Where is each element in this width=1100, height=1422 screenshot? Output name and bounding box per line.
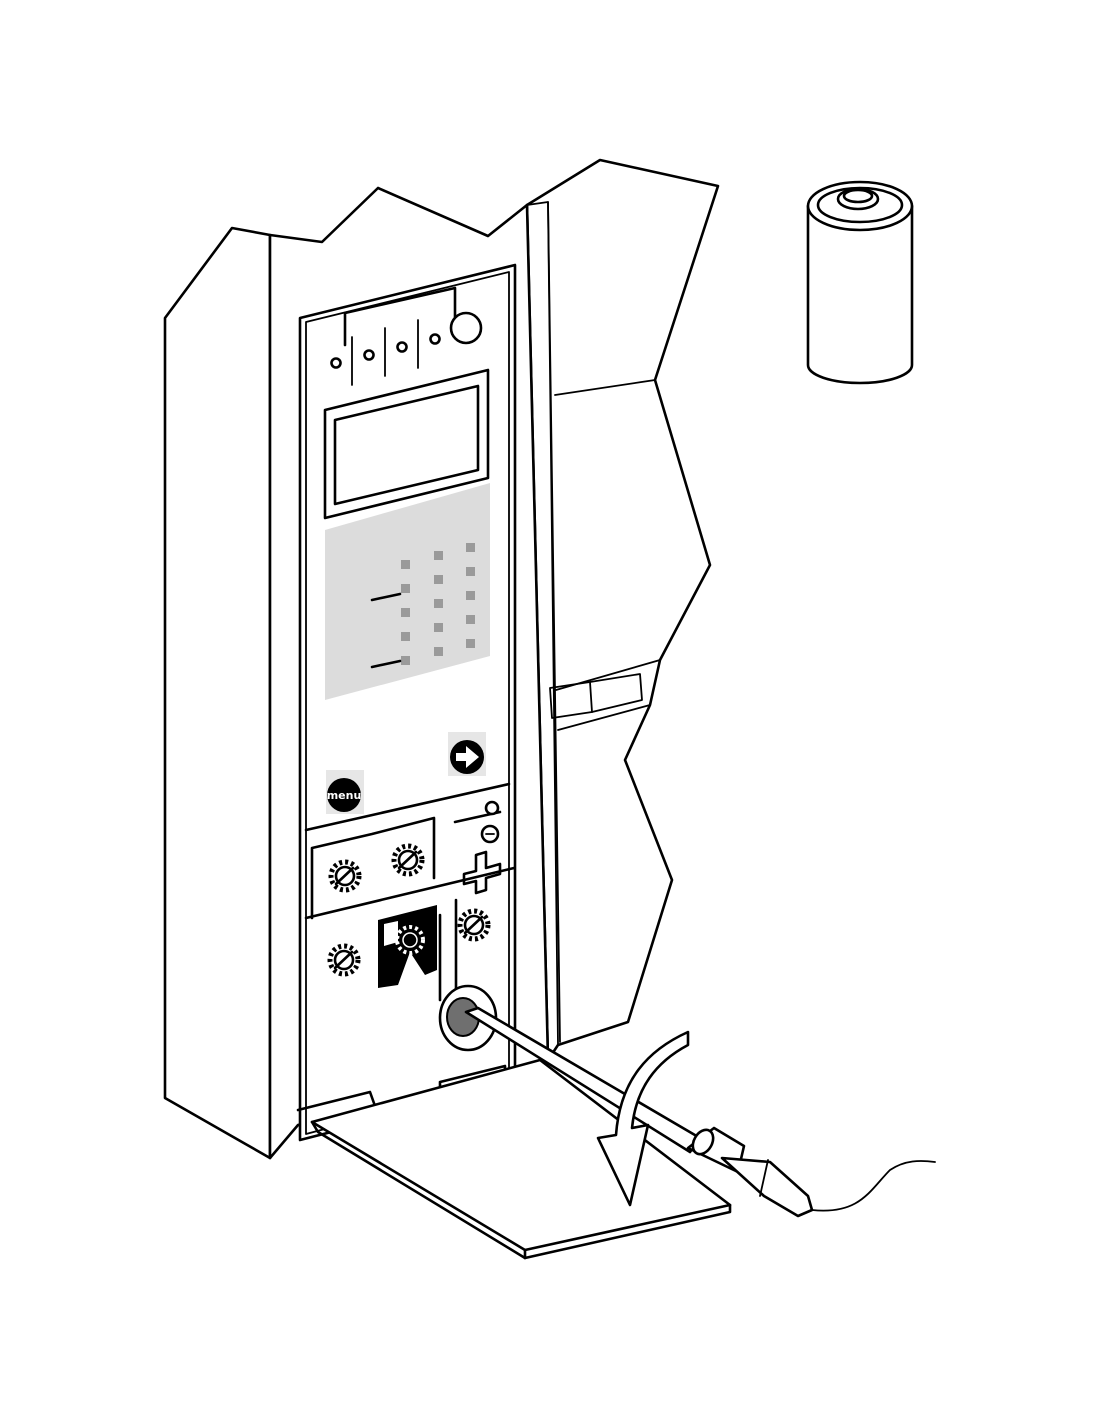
arrow-right-icon: [456, 746, 479, 768]
trip-unit: menu: [298, 263, 517, 1142]
housing-right-side: [525, 158, 720, 1062]
rotary-dial[interactable]: [391, 843, 425, 877]
selector-switch[interactable]: [378, 905, 437, 988]
test-button[interactable]: [449, 311, 483, 345]
terminal-hole: [429, 333, 441, 345]
screwdriver-icon: [464, 1006, 936, 1218]
led-grid: [401, 543, 475, 665]
menu-button-icon: [327, 778, 361, 812]
battery-cover[interactable]: [296, 1058, 732, 1260]
next-button[interactable]: [448, 732, 486, 776]
menu-button[interactable]: menu: [326, 770, 364, 814]
terminal-hole: [396, 341, 408, 353]
rotary-dial[interactable]: [457, 908, 491, 942]
display-screen: [333, 384, 480, 506]
terminal-hole: [363, 349, 375, 361]
terminal-hole: [330, 357, 342, 369]
rotary-dial[interactable]: [328, 859, 362, 893]
plus-button[interactable]: [462, 850, 502, 895]
indicator-led: [484, 800, 500, 816]
curved-arrow-down-icon: [596, 1030, 690, 1207]
battery-icon: [806, 180, 914, 385]
housing-left-side: [163, 226, 272, 1160]
rotary-dial[interactable]: [327, 943, 361, 977]
menu-button-label: menu: [327, 789, 362, 802]
